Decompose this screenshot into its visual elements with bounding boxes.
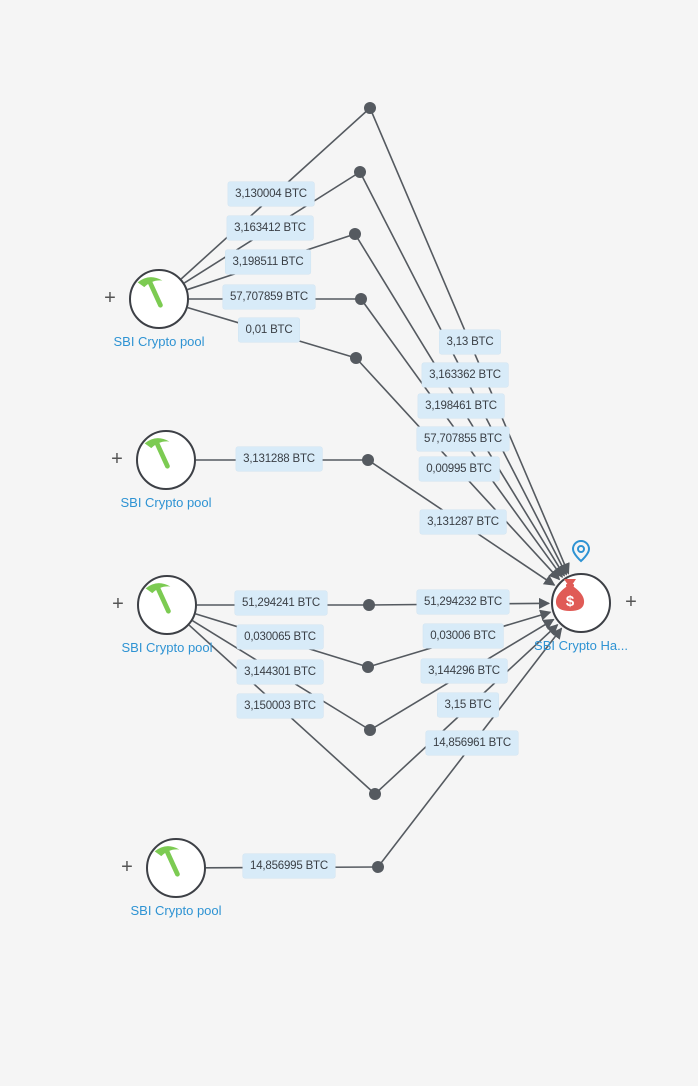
- amount-tag-in[interactable]: 3,144301 BTC: [237, 660, 323, 684]
- amount-tag-out[interactable]: 3,198461 BTC: [418, 394, 504, 418]
- junction-dot[interactable]: [350, 352, 362, 364]
- node-label[interactable]: SBI Crypto pool: [120, 495, 212, 510]
- junction-dot[interactable]: [349, 228, 361, 240]
- pool-node[interactable]: [146, 838, 206, 898]
- amount-tag-in[interactable]: 3,163412 BTC: [227, 216, 313, 240]
- hub-node[interactable]: $: [551, 573, 611, 633]
- junction-dot[interactable]: [369, 788, 381, 800]
- junction-dot[interactable]: [363, 599, 375, 611]
- junction-dot[interactable]: [355, 293, 367, 305]
- amount-tag-out[interactable]: 14,856961 BTC: [426, 731, 518, 755]
- svg-text:$: $: [566, 593, 575, 610]
- amount-tag-out[interactable]: 0,00995 BTC: [419, 457, 499, 481]
- junction-dot[interactable]: [362, 454, 374, 466]
- node-label[interactable]: SBI Crypto Ha...: [534, 638, 628, 653]
- amount-tag-out[interactable]: 51,294232 BTC: [417, 590, 509, 614]
- amount-tag-in[interactable]: 3,150003 BTC: [237, 694, 323, 718]
- expand-left-button[interactable]: +: [112, 593, 124, 615]
- node-label[interactable]: SBI Crypto pool: [113, 334, 205, 349]
- junction-dot[interactable]: [364, 102, 376, 114]
- amount-tag-in[interactable]: 14,856995 BTC: [243, 854, 335, 878]
- expand-left-button[interactable]: +: [111, 448, 123, 470]
- amount-tag-in[interactable]: 3,198511 BTC: [225, 250, 311, 274]
- pool-node[interactable]: [137, 575, 197, 635]
- amount-tag-in[interactable]: 57,707859 BTC: [223, 285, 315, 309]
- amount-tag-out[interactable]: 3,131287 BTC: [420, 510, 506, 534]
- amount-tag-in[interactable]: 3,130004 BTC: [228, 182, 314, 206]
- node-label[interactable]: SBI Crypto pool: [121, 640, 213, 655]
- amount-tag-out[interactable]: 57,707855 BTC: [417, 427, 509, 451]
- junction-dot[interactable]: [364, 724, 376, 736]
- amount-tag-in[interactable]: 0,030065 BTC: [237, 625, 323, 649]
- junction-dot[interactable]: [362, 661, 374, 673]
- amount-tag-out[interactable]: 0,03006 BTC: [423, 624, 503, 648]
- junction-dot[interactable]: [354, 166, 366, 178]
- junction-dot[interactable]: [372, 861, 384, 873]
- expand-left-button[interactable]: +: [104, 287, 116, 309]
- amount-tag-out[interactable]: 3,163362 BTC: [422, 363, 508, 387]
- amount-tag-in[interactable]: 0,01 BTC: [238, 318, 300, 342]
- expand-right-button[interactable]: +: [625, 591, 637, 613]
- expand-left-button[interactable]: +: [121, 856, 133, 878]
- amount-tag-out[interactable]: 3,15 BTC: [437, 693, 499, 717]
- amount-tag-in[interactable]: 51,294241 BTC: [235, 591, 327, 615]
- amount-tag-out[interactable]: 3,13 BTC: [439, 330, 501, 354]
- amount-tag-out[interactable]: 3,144296 BTC: [421, 659, 507, 683]
- amount-tag-in[interactable]: 3,131288 BTC: [236, 447, 322, 471]
- pool-node[interactable]: [136, 430, 196, 490]
- node-label[interactable]: SBI Crypto pool: [130, 903, 222, 918]
- pool-node[interactable]: [129, 269, 189, 329]
